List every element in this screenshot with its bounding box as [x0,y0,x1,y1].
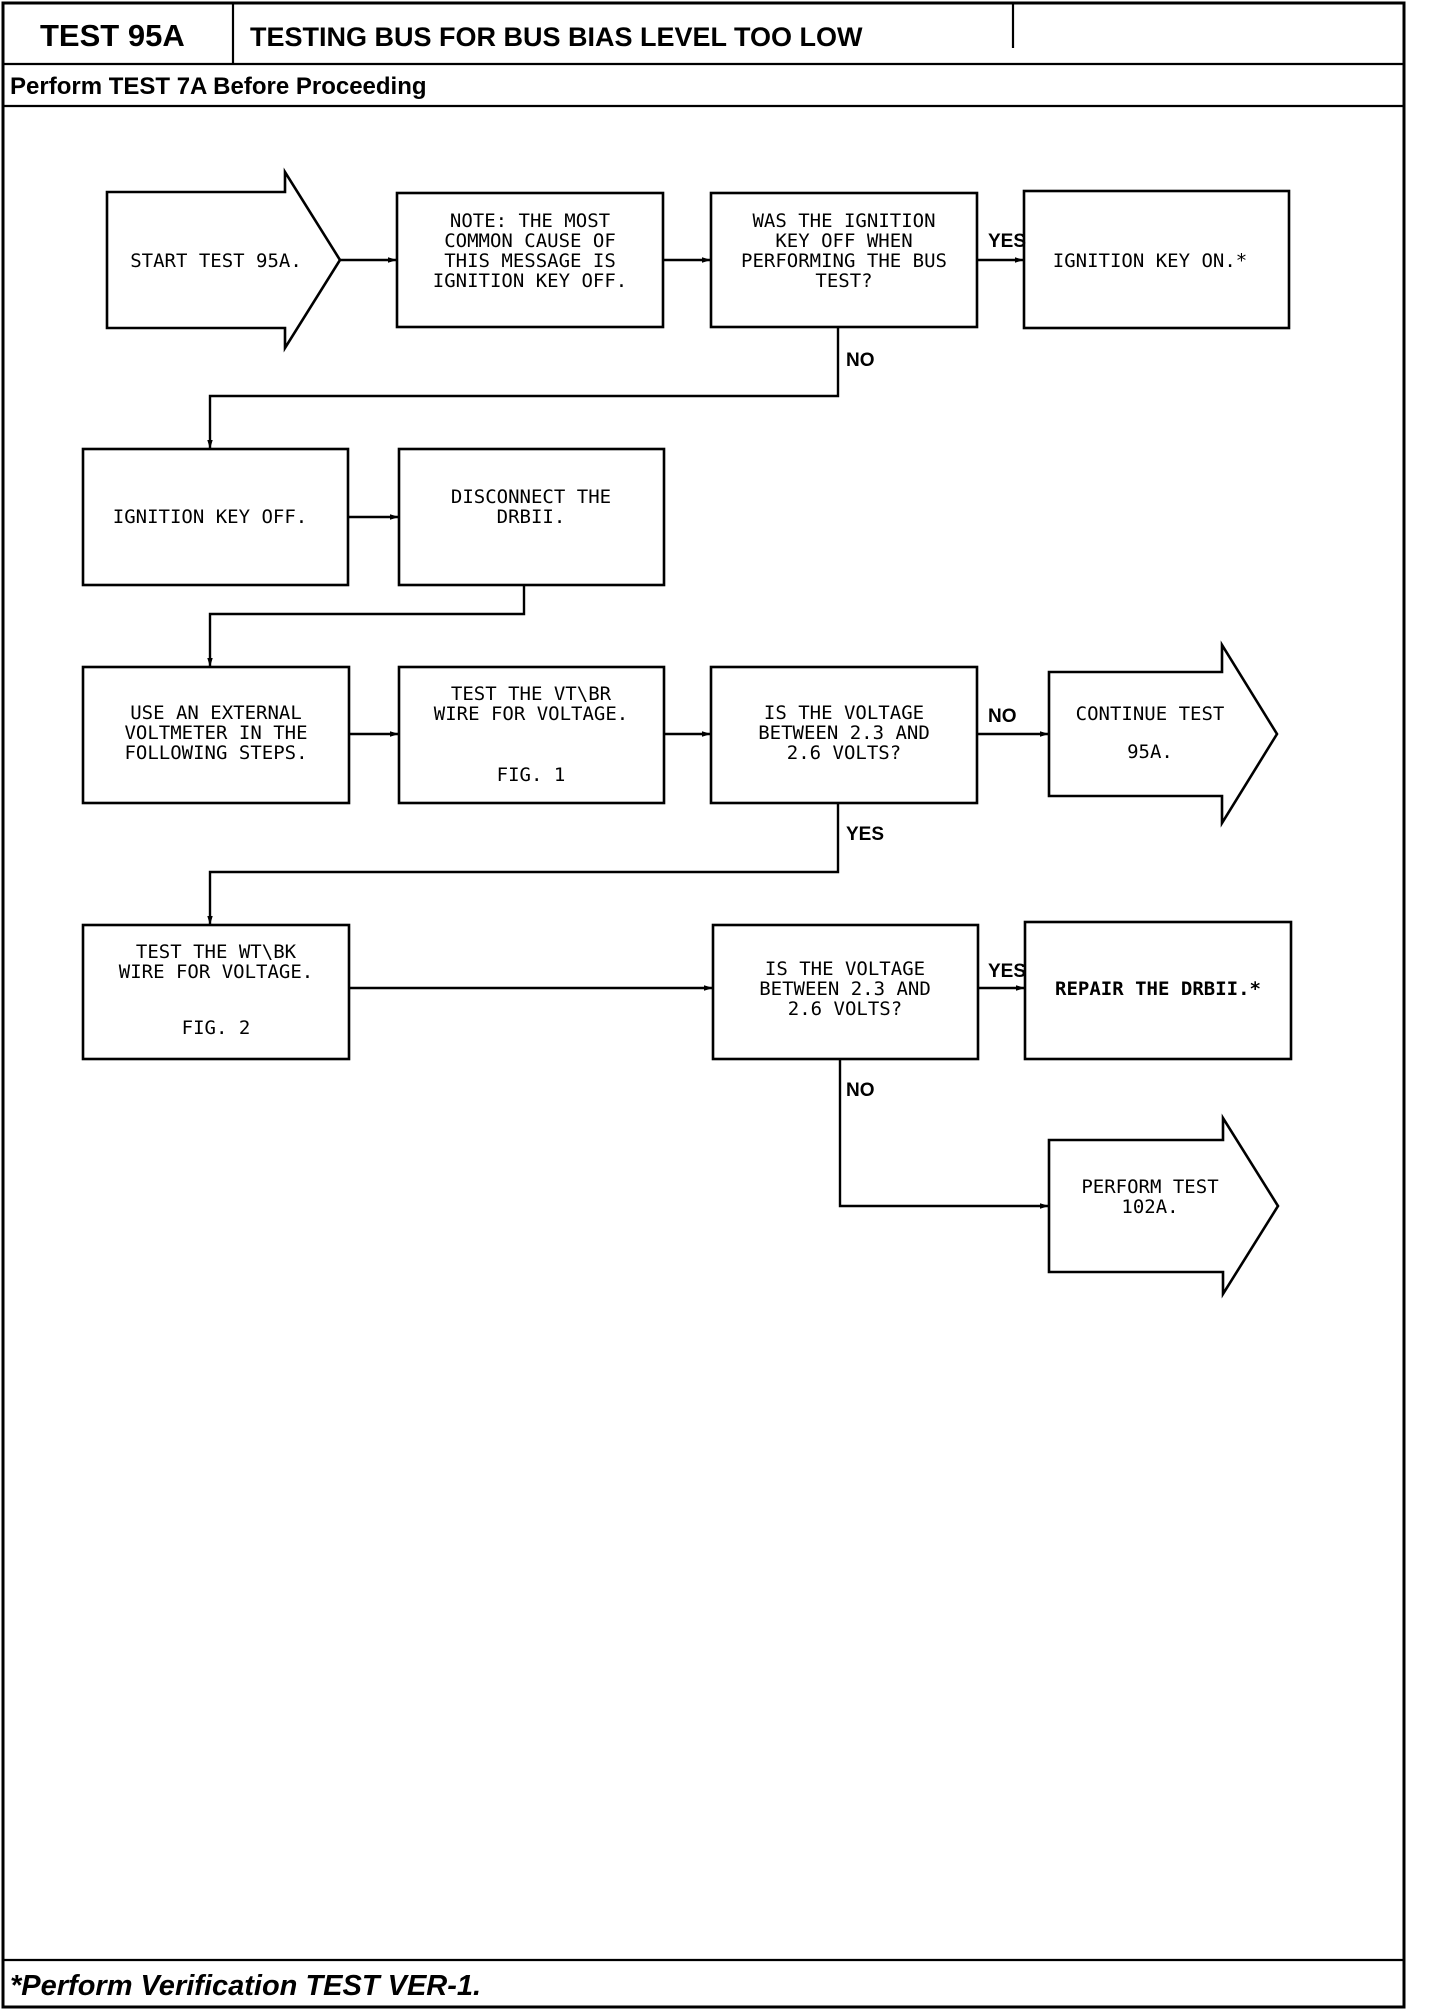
repair-box [1023,920,1293,1061]
page-border [1,1,1406,2009]
label-yes: YES [988,961,1026,982]
text-line: IGNITION KEY ON.* [1053,250,1247,272]
label-no: NO [846,1080,875,1101]
text-line: KEY OFF WHEN [775,230,912,252]
text-line: THIS MESSAGE IS [444,250,616,272]
text-line: FOLLOWING STEPS. [124,742,307,764]
key-on-text: IGNITION KEY ON.* [1053,250,1247,272]
text-line: VOLTMETER IN THE [124,722,307,744]
start-text: START TEST 95A. [130,250,302,272]
text-line: IS THE VOLTAGE [765,958,925,980]
text-line: PERFORM TEST [1081,1176,1218,1198]
label-yes: YES [988,231,1026,252]
key-off-text: IGNITION KEY OFF. [113,506,307,528]
start-arrow [105,167,342,353]
fig2-label: FIG. 2 [182,1017,251,1039]
label-yes: YES [846,824,884,845]
repair-text: REPAIR THE DRBII.* [1055,978,1261,1000]
footer-note: *Perform Verification TEST VER-1. [10,1970,481,2002]
text-line: 95A. [1127,741,1173,763]
disconnect-box [397,447,666,587]
perform-102a-arrow [1047,1113,1280,1299]
text-line: TEST THE WT\BK [136,941,297,963]
page-title: TESTING BUS FOR BUS BIAS LEVEL TOO LOW [250,22,863,52]
text-line: TEST? [815,270,872,292]
text-line: IGNITION KEY OFF. [433,270,627,292]
text-line: REPAIR THE DRBII.* [1055,978,1261,1000]
text-line: IS THE VOLTAGE [764,702,924,724]
text-line: TEST THE VT\BR [451,683,612,705]
text-line: START TEST 95A. [130,250,302,272]
text-line: WAS THE IGNITION [752,210,935,232]
prerequisite-note: Perform TEST 7A Before Proceeding [10,73,427,100]
text-line: WIRE FOR VOLTAGE. [119,961,313,983]
text-line: USE AN EXTERNAL [130,702,302,724]
text-line: 2.6 VOLTS? [787,742,901,764]
continue-text: CONTINUE TEST 95A. [1076,703,1225,763]
connector-yes-test-wtbk [207,803,840,925]
test-wtbk-box [81,923,351,1061]
fig1-label: FIG. 1 [497,764,566,786]
voltage-question-1-box [709,665,979,805]
text-line: BETWEEN 2.3 AND [758,722,930,744]
text-line: NOTE: THE MOST [450,210,610,232]
test-vtbr-box [397,665,666,805]
text-line: 2.6 VOLTS? [788,998,902,1020]
continue-arrow [1047,640,1279,828]
text-line: DRBII. [497,506,566,528]
ignition-question-box [709,191,979,329]
text-line: PERFORMING THE BUS [741,250,947,272]
text-line: DISCONNECT THE [451,486,611,508]
test-id: TEST 95A [40,18,185,53]
text-line: WIRE FOR VOLTAGE. [434,703,628,725]
text-line: CONTINUE TEST [1076,703,1225,725]
key-on-box [1022,189,1291,330]
connector-no-102a [838,1059,1049,1209]
label-no: NO [988,706,1017,727]
text-line: COMMON CAUSE OF [444,230,616,252]
text-line: BETWEEN 2.3 AND [759,978,931,1000]
voltage-question-2-box [711,923,980,1061]
text-line: 102A. [1121,1196,1178,1218]
key-off-box [81,447,350,587]
text-line: IGNITION KEY OFF. [113,506,307,528]
connector-disconnect-voltmeter [207,585,526,667]
voltmeter-box [81,665,351,805]
connector-no-key-off [207,327,840,449]
label-no: NO [846,350,875,371]
